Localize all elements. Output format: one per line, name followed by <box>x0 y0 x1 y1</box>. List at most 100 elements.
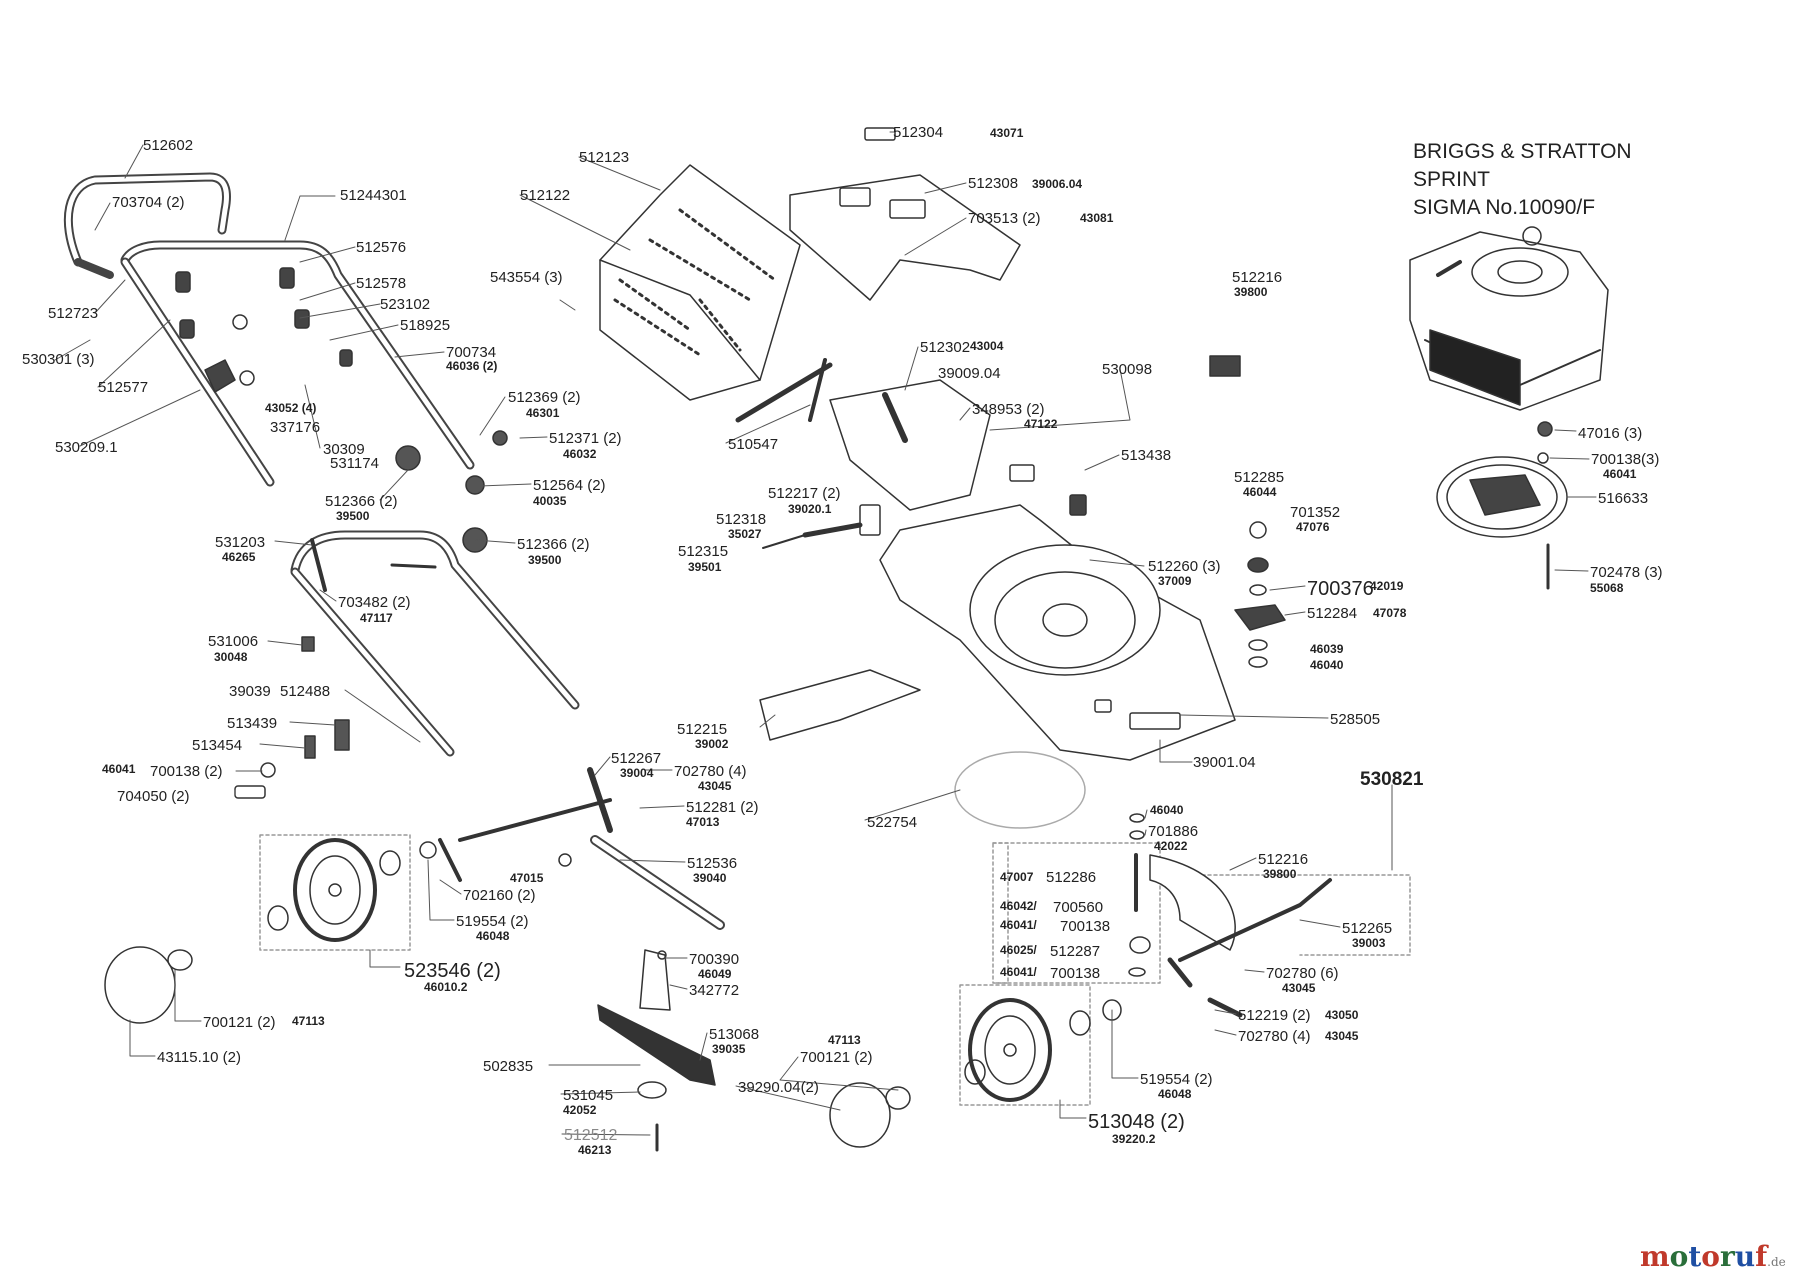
part-number-label[interactable]: 700734 <box>446 344 497 361</box>
part-number-label[interactable]: 46041 <box>1603 467 1637 481</box>
part-number-label[interactable]: 530098 <box>1102 361 1153 378</box>
part-number-label[interactable]: 46301 <box>526 406 560 420</box>
part-number-label[interactable]: 47076 <box>1296 520 1330 534</box>
part-number-label[interactable]: 513439 <box>227 715 278 732</box>
part-number-label[interactable]: 37009 <box>1158 574 1192 588</box>
part-number-label[interactable]: 43050 <box>1325 1008 1359 1022</box>
part-number-label[interactable]: 531006 <box>208 633 259 650</box>
part-number-label[interactable]: 516633 <box>1598 490 1649 507</box>
part-number-label[interactable]: 46036 (2) <box>446 359 498 373</box>
part-number-label[interactable]: 39003 <box>1352 936 1386 950</box>
part-number-label[interactable]: 701886 <box>1148 823 1199 840</box>
part-number-label[interactable]: 512287 <box>1050 943 1101 960</box>
part-number-label[interactable]: 512602 <box>143 137 194 154</box>
part-number-label[interactable]: 47078 <box>1373 606 1407 620</box>
part-number-label[interactable]: 46041/ <box>1000 965 1037 979</box>
part-number-label[interactable]: 47015 <box>510 871 544 885</box>
part-number-label[interactable]: 46041/ <box>1000 918 1037 932</box>
part-number-label[interactable]: 512304 <box>893 124 944 141</box>
part-number-label[interactable]: 531203 <box>215 534 266 551</box>
part-number-label[interactable]: 47113 <box>292 1014 325 1028</box>
part-number-label[interactable]: 700138 <box>1050 965 1101 982</box>
part-number-label[interactable]: 512281 (2) <box>686 799 759 816</box>
part-number-label[interactable]: 39290.04(2) <box>738 1079 819 1096</box>
part-number-label[interactable]: 700138 <box>1060 918 1111 935</box>
part-number-label[interactable]: 40035 <box>533 494 567 508</box>
part-number-label[interactable]: 523102 <box>380 296 431 313</box>
part-number-label[interactable]: 512217 (2) <box>768 485 841 502</box>
part-number-label[interactable]: 51244301 <box>340 187 407 204</box>
part-number-label[interactable]: 512216 <box>1232 269 1283 286</box>
part-number-label[interactable]: 46042/ <box>1000 899 1037 913</box>
part-number-label[interactable]: 512302 <box>920 339 971 356</box>
part-number-label[interactable]: 702780 (6) <box>1266 965 1339 982</box>
part-number-label[interactable]: 512371 (2) <box>549 430 622 447</box>
part-number-label[interactable]: 46044 <box>1243 485 1277 499</box>
part-number-label[interactable]: 513048 (2) <box>1088 1111 1185 1133</box>
part-number-label[interactable]: 39040 <box>693 871 727 885</box>
part-number-label[interactable]: 528505 <box>1330 711 1381 728</box>
part-number-label[interactable]: 43052 (4) <box>265 401 317 415</box>
part-number-label[interactable]: 39004 <box>620 766 654 780</box>
part-number-label[interactable]: 46041 <box>102 762 136 776</box>
part-number-label[interactable]: 39501 <box>688 560 722 574</box>
part-number-label[interactable]: 512488 <box>280 683 331 700</box>
part-number-label[interactable]: 702780 (4) <box>1238 1028 1311 1045</box>
part-number-label[interactable]: 35027 <box>728 527 762 541</box>
part-number-label[interactable]: 702478 (3) <box>1590 564 1663 581</box>
part-number-label[interactable]: 523546 (2) <box>404 960 501 982</box>
part-number-label[interactable]: 513438 <box>1121 447 1172 464</box>
part-number-label[interactable]: 512512 <box>564 1127 618 1144</box>
part-number-label[interactable]: 39001.04 <box>1193 754 1256 771</box>
part-number-label[interactable]: 512318 <box>716 511 767 528</box>
part-number-label[interactable]: 39035 <box>712 1042 746 1056</box>
part-number-label[interactable]: 512285 <box>1234 469 1285 486</box>
part-number-label[interactable]: 43045 <box>1282 981 1316 995</box>
part-number-label[interactable]: 39500 <box>528 553 562 567</box>
part-number-label[interactable]: 47113 <box>828 1033 861 1047</box>
part-number-label[interactable]: 512576 <box>356 239 407 256</box>
part-number-label[interactable]: 30309 <box>323 441 365 458</box>
part-number-label[interactable]: 47117 <box>360 611 393 625</box>
part-number-label[interactable]: 531045 <box>563 1087 614 1104</box>
part-number-label[interactable]: 700121 (2) <box>203 1014 276 1031</box>
part-number-label[interactable]: 512286 <box>1046 869 1097 886</box>
part-number-label[interactable]: 512216 <box>1258 851 1309 868</box>
part-number-label[interactable]: 701352 <box>1290 504 1341 521</box>
part-number-label[interactable]: 702780 (4) <box>674 763 747 780</box>
part-number-label[interactable]: 46039 <box>1310 642 1344 656</box>
part-number-label[interactable]: 502835 <box>483 1058 534 1075</box>
part-number-label[interactable]: 46265 <box>222 550 256 564</box>
part-number-label[interactable]: 512564 (2) <box>533 477 606 494</box>
part-number-label[interactable]: 512723 <box>48 305 99 322</box>
part-number-label[interactable]: 43045 <box>698 779 732 793</box>
part-number-label[interactable]: 700560 <box>1053 899 1104 916</box>
part-number-label[interactable]: 530821 <box>1360 769 1424 790</box>
part-number-label[interactable]: 512578 <box>356 275 407 292</box>
part-number-label[interactable]: 337176 <box>270 419 321 436</box>
part-number-label[interactable]: 703513 (2) <box>968 210 1041 227</box>
part-number-label[interactable]: 43004 <box>970 339 1004 353</box>
part-number-label[interactable]: 700121 (2) <box>800 1049 873 1066</box>
part-number-label[interactable]: 513068 <box>709 1026 760 1043</box>
part-number-label[interactable]: 39006.04 <box>1032 177 1083 191</box>
part-number-label[interactable]: 512122 <box>520 187 571 204</box>
part-number-label[interactable]: 543554 (3) <box>490 269 563 286</box>
part-number-label[interactable]: 522754 <box>867 814 918 831</box>
part-number-label[interactable]: 702160 (2) <box>463 887 536 904</box>
part-number-label[interactable]: 704050 (2) <box>117 788 190 805</box>
part-number-label[interactable]: 512265 <box>1342 920 1393 937</box>
part-number-label[interactable]: 512219 (2) <box>1238 1007 1311 1024</box>
part-number-label[interactable]: 43115.10 (2) <box>157 1049 241 1066</box>
part-number-label[interactable]: 512577 <box>98 379 149 396</box>
part-number-label[interactable]: 39002 <box>695 737 729 751</box>
part-number-label[interactable]: 39009.04 <box>938 365 1001 382</box>
part-number-label[interactable]: 47016 (3) <box>1578 425 1643 442</box>
part-number-label[interactable]: 700376 <box>1307 578 1374 600</box>
part-number-label[interactable]: 512123 <box>579 149 630 166</box>
part-number-label[interactable]: 39020.1 <box>788 502 832 516</box>
part-number-label[interactable]: 43071 <box>990 126 1024 140</box>
part-number-label[interactable]: 512284 <box>1307 605 1358 622</box>
part-number-label[interactable]: 39039 <box>229 683 271 700</box>
part-number-label[interactable]: 46049 <box>698 967 732 981</box>
